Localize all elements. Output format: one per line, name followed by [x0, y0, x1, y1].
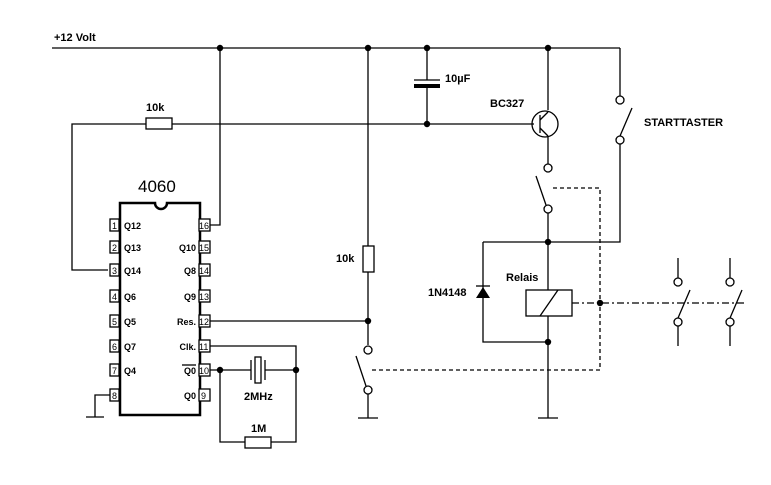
transistor-collector-leg — [539, 127, 549, 137]
crystal-body — [254, 356, 262, 384]
start-button-label: STARTTASTER — [644, 117, 723, 129]
ic-pin-5 — [109, 314, 120, 328]
pin-label: Clk. — [179, 342, 196, 352]
pin-label: Q14 — [124, 266, 141, 276]
pin-label: Res. — [177, 317, 196, 327]
pin-label: Q5 — [124, 317, 136, 327]
wire-osc-resistor — [219, 370, 245, 443]
relay-mechanical-link — [553, 187, 601, 303]
diode-label: 1N4148 — [428, 287, 467, 299]
r-osc-label: 1M — [251, 423, 266, 435]
output-contact-1-terminal — [673, 317, 683, 327]
pin-number: 11 — [199, 342, 208, 352]
ic-pin-11 — [198, 339, 211, 353]
reset-mechanical-link — [372, 303, 601, 371]
ic-left-pins: 1 2 3 4 5 6 7 8 Q12 Q13 Q14 Q6 Q5 Q7 Q4 — [109, 218, 141, 402]
wire-vdd-pin16 — [209, 48, 221, 226]
pin-label: Q10 — [179, 243, 196, 253]
pin-number: 12 — [199, 317, 209, 327]
output-contact-2-arm — [729, 289, 743, 319]
relay-contact-arm — [535, 175, 547, 206]
r-mid-label: 10k — [336, 253, 355, 265]
ic-pin-9 — [198, 388, 211, 402]
ic-pin-16 — [198, 218, 211, 232]
pin-number: 7 — [112, 366, 117, 376]
r-top-label: 10k — [146, 102, 165, 114]
pin-number: 14 — [199, 266, 209, 276]
ic-right-pins: 16 15 14 13 12 11 10 9 Q10 Q8 Q9 Res. Cl… — [177, 218, 211, 402]
ic-pin-14 — [198, 263, 211, 277]
transistor-label: BC327 — [490, 98, 524, 110]
ic-pin-1 — [109, 218, 120, 232]
pin-label: Q0 — [184, 391, 196, 401]
pin-number: 4 — [112, 292, 117, 302]
crystal-label: 2MHz — [244, 391, 273, 403]
wire-relay-top — [483, 241, 549, 290]
relay-coil-slash — [539, 289, 559, 317]
ic-pin-15 — [198, 240, 211, 254]
pin-number: 2 — [112, 243, 117, 253]
pin-label: Q0 — [184, 366, 196, 376]
pin-number: 6 — [112, 342, 117, 352]
pin-label: Q7 — [124, 342, 136, 352]
relay-contact-terminal — [543, 163, 553, 173]
wire-osc-resistor-right — [271, 370, 297, 443]
ic-pin-3 — [109, 263, 120, 277]
pin-label: Q9 — [184, 292, 196, 302]
capacitor-label: 10µF — [445, 73, 471, 85]
pin-number: 8 — [112, 391, 117, 401]
ic-pin-2 — [109, 240, 120, 254]
start-button-terminal — [615, 95, 625, 105]
ic-pin-7 — [109, 363, 120, 377]
ic-body — [118, 201, 202, 417]
wire-pin8-ground — [94, 394, 110, 417]
ic-pin-6 — [109, 339, 120, 353]
output-contact-1-terminal — [673, 277, 683, 287]
pin-number: 1 — [112, 221, 117, 231]
relay-contact-terminal — [543, 204, 553, 214]
capacitor-plate-neg — [414, 84, 440, 88]
output-contact-2-terminal — [725, 277, 735, 287]
ic-name: 4060 — [138, 177, 176, 196]
ic-pin-10 — [198, 363, 211, 377]
pin-number: 3 — [112, 266, 117, 276]
transistor-body — [531, 110, 559, 138]
pin-number: 13 — [199, 292, 209, 302]
diode-body — [476, 287, 490, 298]
wire-q14-feedback — [71, 123, 146, 271]
supply-label: +12 Volt — [54, 32, 96, 44]
output-contact-2-terminal — [725, 317, 735, 327]
wire-start-bottom — [548, 144, 621, 243]
pin-label: Q12 — [124, 221, 141, 231]
output-contact-1-arm — [677, 289, 691, 319]
reset-switch-terminal — [363, 345, 373, 355]
wire-clk — [209, 345, 297, 370]
start-button-terminal — [615, 135, 625, 145]
resistor-mid — [362, 245, 375, 273]
pin-label: Q8 — [184, 266, 196, 276]
pin-number: 15 — [199, 243, 209, 253]
ic-pin-4 — [109, 289, 120, 303]
transistor-emitter-leg — [539, 111, 549, 121]
wire-diode-loop — [482, 242, 548, 343]
ic-pin-12 — [198, 314, 211, 328]
ic-pin-13 — [198, 289, 211, 303]
pin-label: Q13 — [124, 243, 141, 253]
reset-switch-arm — [355, 355, 367, 387]
pin-number: 16 — [199, 221, 209, 231]
pin-number: 5 — [112, 317, 117, 327]
reset-switch-terminal — [363, 385, 373, 395]
pin-label: Q6 — [124, 292, 136, 302]
resistor-top — [145, 117, 173, 130]
start-button-arm — [619, 107, 633, 137]
relay-label: Relais — [506, 272, 538, 284]
resistor-osc — [244, 436, 272, 449]
pin-label: Q4 — [124, 366, 136, 376]
pin-number: 10 — [199, 366, 209, 376]
pin-number: 9 — [201, 391, 206, 401]
